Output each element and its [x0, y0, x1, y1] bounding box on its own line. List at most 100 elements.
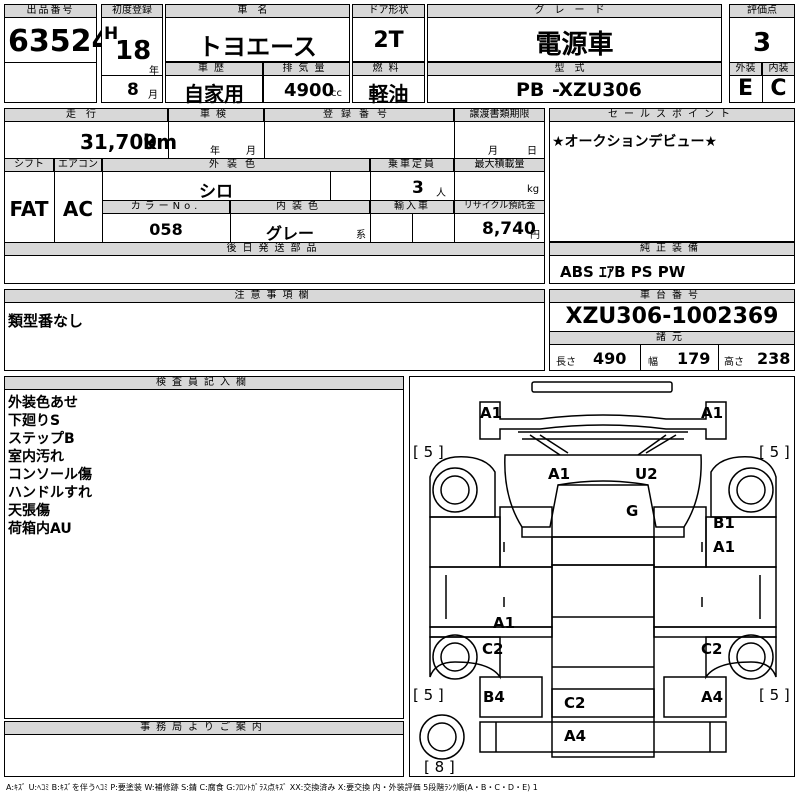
note-line: ハンドルすれ — [8, 485, 92, 501]
damage-door-right-2: A1 — [713, 538, 736, 556]
lot-box — [4, 4, 97, 103]
cargo-bed — [551, 564, 655, 758]
interior: グレー — [265, 224, 314, 243]
chassis-number: XZU306-1002369 — [565, 304, 779, 329]
score: 3 — [752, 28, 772, 58]
mileage: 31,709 — [80, 130, 158, 154]
load-unit: kg — [527, 184, 540, 195]
model: -XZU306 — [552, 79, 642, 101]
color: シロ — [199, 182, 233, 202]
inspector-notes: 外装色あせ 下廻りS ステップB 室内汚れ コンソール傷 ハンドルすれ 天張傷 … — [8, 394, 398, 538]
capacity: 3 — [412, 178, 424, 198]
shift-label: シフト — [4, 158, 54, 172]
damage-side-left: A1 — [493, 614, 516, 632]
damage-rear-right-upper: C2 — [701, 640, 723, 658]
era: H — [104, 24, 119, 44]
right-side — [653, 566, 777, 628]
colorno-label: カラーNo. — [102, 200, 230, 214]
insp-month-unit: 月 — [246, 146, 256, 157]
damage-bumper: A4 — [564, 727, 587, 745]
recycle: 8,740 — [482, 219, 536, 239]
note-line: コンソール傷 — [8, 467, 92, 483]
spare-wheel — [419, 714, 465, 760]
note-line: 外装色あせ — [8, 395, 78, 411]
tire-spare: [ 8 ] — [424, 758, 455, 776]
color-label: 外装色 — [102, 158, 370, 172]
first-reg-label: 初度登録 — [101, 4, 163, 18]
recycle-label: リサイクル預託金 — [454, 200, 545, 214]
fuel-label: 燃料 — [352, 62, 425, 76]
ac: AC — [62, 197, 94, 221]
displacement-label: 排気量 — [263, 62, 350, 76]
displacement-unit: cc — [331, 88, 342, 99]
reg-month-unit: 月 — [148, 90, 158, 101]
length-label: 長さ — [556, 357, 576, 368]
lot-number: 63524 — [8, 24, 113, 59]
door-type: 2T — [373, 28, 404, 53]
int-label: 内装 — [762, 62, 795, 76]
note-line: ステップB — [8, 431, 75, 447]
reg-year-unit: 年 — [149, 66, 159, 77]
vehicle-diagram: A1 A1 A1 U2 G B1 A1 A1 C2 C2 B4 A4 C2 A4… — [409, 376, 795, 777]
transfer-month-unit: 月 — [488, 146, 498, 157]
office-label: 事務局よりご案内 — [4, 721, 404, 735]
damage-cab-left: A1 — [548, 465, 571, 483]
caution-label: 注意事項欄 — [4, 289, 545, 303]
later-label: 後日発送部品 — [4, 242, 545, 256]
history-label: 車歴 — [165, 62, 263, 76]
interior-unit: 系 — [356, 230, 366, 241]
ac-label: エアコン — [54, 158, 102, 172]
reg-month: 8 — [127, 80, 139, 100]
rear-bumper — [479, 721, 727, 753]
regno-label: 登録番号 — [264, 108, 454, 122]
note-line: 下廻りS — [8, 413, 61, 429]
model-prefix: PB — [516, 79, 545, 101]
top-bar — [531, 381, 673, 393]
reg-year: 18 — [115, 36, 152, 66]
spec-label: 諸元 — [549, 331, 795, 345]
caution-text: 類型番なし — [8, 312, 84, 330]
rear-right-wheel — [728, 634, 774, 680]
width-label: 幅 — [648, 357, 658, 368]
load-label: 最大積載量 — [454, 158, 545, 172]
tire-front-left: [ 5 ] — [413, 443, 444, 461]
damage-rear-center: C2 — [564, 694, 586, 712]
capacity-label: 乗車定員 — [370, 158, 454, 172]
tire-front-right: [ 5 ] — [759, 443, 790, 461]
first-reg-box — [101, 4, 163, 103]
lot-label: 出品番号 — [4, 4, 97, 18]
damage-front-right: A1 — [701, 404, 724, 422]
interior-label: 内装色 — [230, 200, 370, 214]
ext-label: 外装 — [729, 62, 762, 76]
sales-box — [549, 108, 795, 242]
length: 490 — [593, 349, 627, 368]
damage-rear-right-lower: A4 — [701, 688, 724, 706]
note-line: 荷箱内AU — [8, 521, 72, 537]
damage-windshield: G — [626, 502, 639, 520]
rear-left-wheel — [432, 634, 478, 680]
left-side — [429, 566, 553, 628]
damage-rear-left-upper: C2 — [482, 640, 504, 658]
transfer-day-unit: 日 — [527, 146, 537, 157]
cab — [504, 454, 702, 528]
tire-rear-left: [ 5 ] — [413, 686, 444, 704]
left-door — [429, 516, 501, 568]
car-name-label: 車名 — [165, 4, 350, 18]
note-line: 天張傷 — [8, 503, 50, 519]
grade-label: グレード — [427, 4, 722, 18]
legend: A:ｷｽﾞ U:ﾍｺﾐ B:ｷｽﾞを伴うﾍｺﾐ P:要塗装 W:補修跡 S:錆 … — [6, 783, 538, 792]
insp-year-unit: 年 — [210, 146, 220, 157]
sales-text: ★オークションデビュー★ — [552, 134, 718, 150]
history: 自家用 — [184, 82, 244, 106]
colorno: 058 — [149, 220, 183, 239]
rear-center — [551, 688, 655, 718]
import-label: 輸入車 — [370, 200, 454, 214]
car-name: トヨエース — [198, 33, 317, 61]
inspector-label: 検査員記入欄 — [4, 376, 404, 390]
equipment-label: 純正装備 — [549, 242, 795, 256]
model-label: 型式 — [427, 62, 722, 76]
windshield — [529, 434, 677, 456]
grade: 電源車 — [535, 30, 614, 60]
front-bumper — [479, 401, 727, 440]
score-label: 評価点 — [729, 4, 795, 18]
